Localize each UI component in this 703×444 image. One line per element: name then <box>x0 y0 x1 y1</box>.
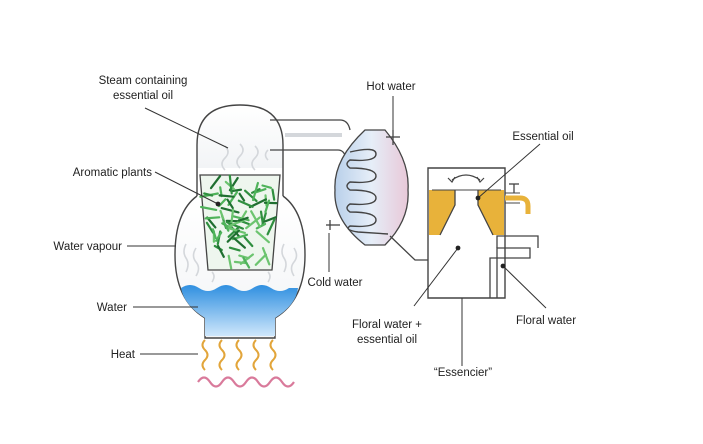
leader-dots <box>215 195 506 269</box>
label-cold-water: Cold water <box>308 277 363 289</box>
leaf <box>220 207 240 214</box>
label-essential-oil: Essential oil <box>512 131 573 143</box>
leaf <box>266 218 276 236</box>
heat-flames <box>201 339 277 371</box>
label-steam-line1: Steam containing <box>99 75 188 87</box>
leaf <box>242 256 251 269</box>
vapour-wisps <box>183 243 298 283</box>
leaf <box>217 244 225 258</box>
plant-basket <box>199 174 281 271</box>
leaf <box>254 253 267 266</box>
leaf <box>263 216 277 223</box>
leaf <box>244 189 258 203</box>
label-steam-line2: essential oil <box>113 90 173 102</box>
leaf <box>222 220 230 232</box>
leaf <box>209 175 222 190</box>
leaf <box>252 181 259 202</box>
leaf <box>228 174 233 195</box>
leaf <box>226 229 240 243</box>
condensate-pipe <box>389 235 430 261</box>
leaf <box>218 194 235 198</box>
steam-wisps <box>221 143 269 171</box>
leaf <box>238 192 246 202</box>
oil-left <box>429 190 455 235</box>
leaf <box>233 237 246 249</box>
leaf <box>264 199 271 214</box>
leaf <box>211 228 217 240</box>
leaf <box>261 184 272 189</box>
label-water: Water <box>97 302 127 314</box>
heat-source <box>197 339 295 388</box>
leaf <box>254 188 267 194</box>
leaf <box>227 254 233 270</box>
label-essencier: “Essencier” <box>434 367 492 379</box>
leaf <box>238 216 249 222</box>
leaf <box>271 188 276 201</box>
leaf <box>203 192 214 197</box>
leader-lines <box>127 96 547 366</box>
aromatic-leaves <box>199 174 278 270</box>
label-heat: Heat <box>111 349 136 361</box>
leaf <box>261 212 267 227</box>
leaf <box>237 199 254 208</box>
leaf <box>243 236 254 248</box>
heat-wave <box>197 376 295 388</box>
leaf <box>204 216 221 220</box>
leaf <box>255 230 270 244</box>
leaf <box>255 222 267 230</box>
leaf <box>228 219 245 227</box>
label-water-vapour: Water vapour <box>53 241 122 253</box>
leaf <box>227 225 241 238</box>
condenser <box>326 129 409 246</box>
label-hot-water: Hot water <box>366 81 415 93</box>
leaf <box>245 216 261 230</box>
condenser-coil <box>346 148 389 235</box>
leaf <box>228 246 241 252</box>
water-fill <box>181 285 298 336</box>
leaf <box>239 253 254 265</box>
essencier <box>427 167 539 299</box>
leaf <box>226 226 246 234</box>
label-floral-mix-line2: essential oil <box>357 334 417 346</box>
leaf <box>226 198 234 209</box>
label-floral-water: Floral water <box>516 315 576 327</box>
label-floral-mix-line1: Floral water + <box>352 319 422 331</box>
oil-right <box>478 190 504 235</box>
label-aromatic-plants: Aromatic plants <box>73 167 153 179</box>
leaf <box>250 210 261 228</box>
leaf <box>226 221 244 230</box>
leaf <box>205 221 215 234</box>
leaf <box>230 188 243 193</box>
leaf <box>200 205 218 211</box>
leaf <box>219 209 225 220</box>
leaf <box>215 231 223 242</box>
leaf <box>261 247 271 266</box>
